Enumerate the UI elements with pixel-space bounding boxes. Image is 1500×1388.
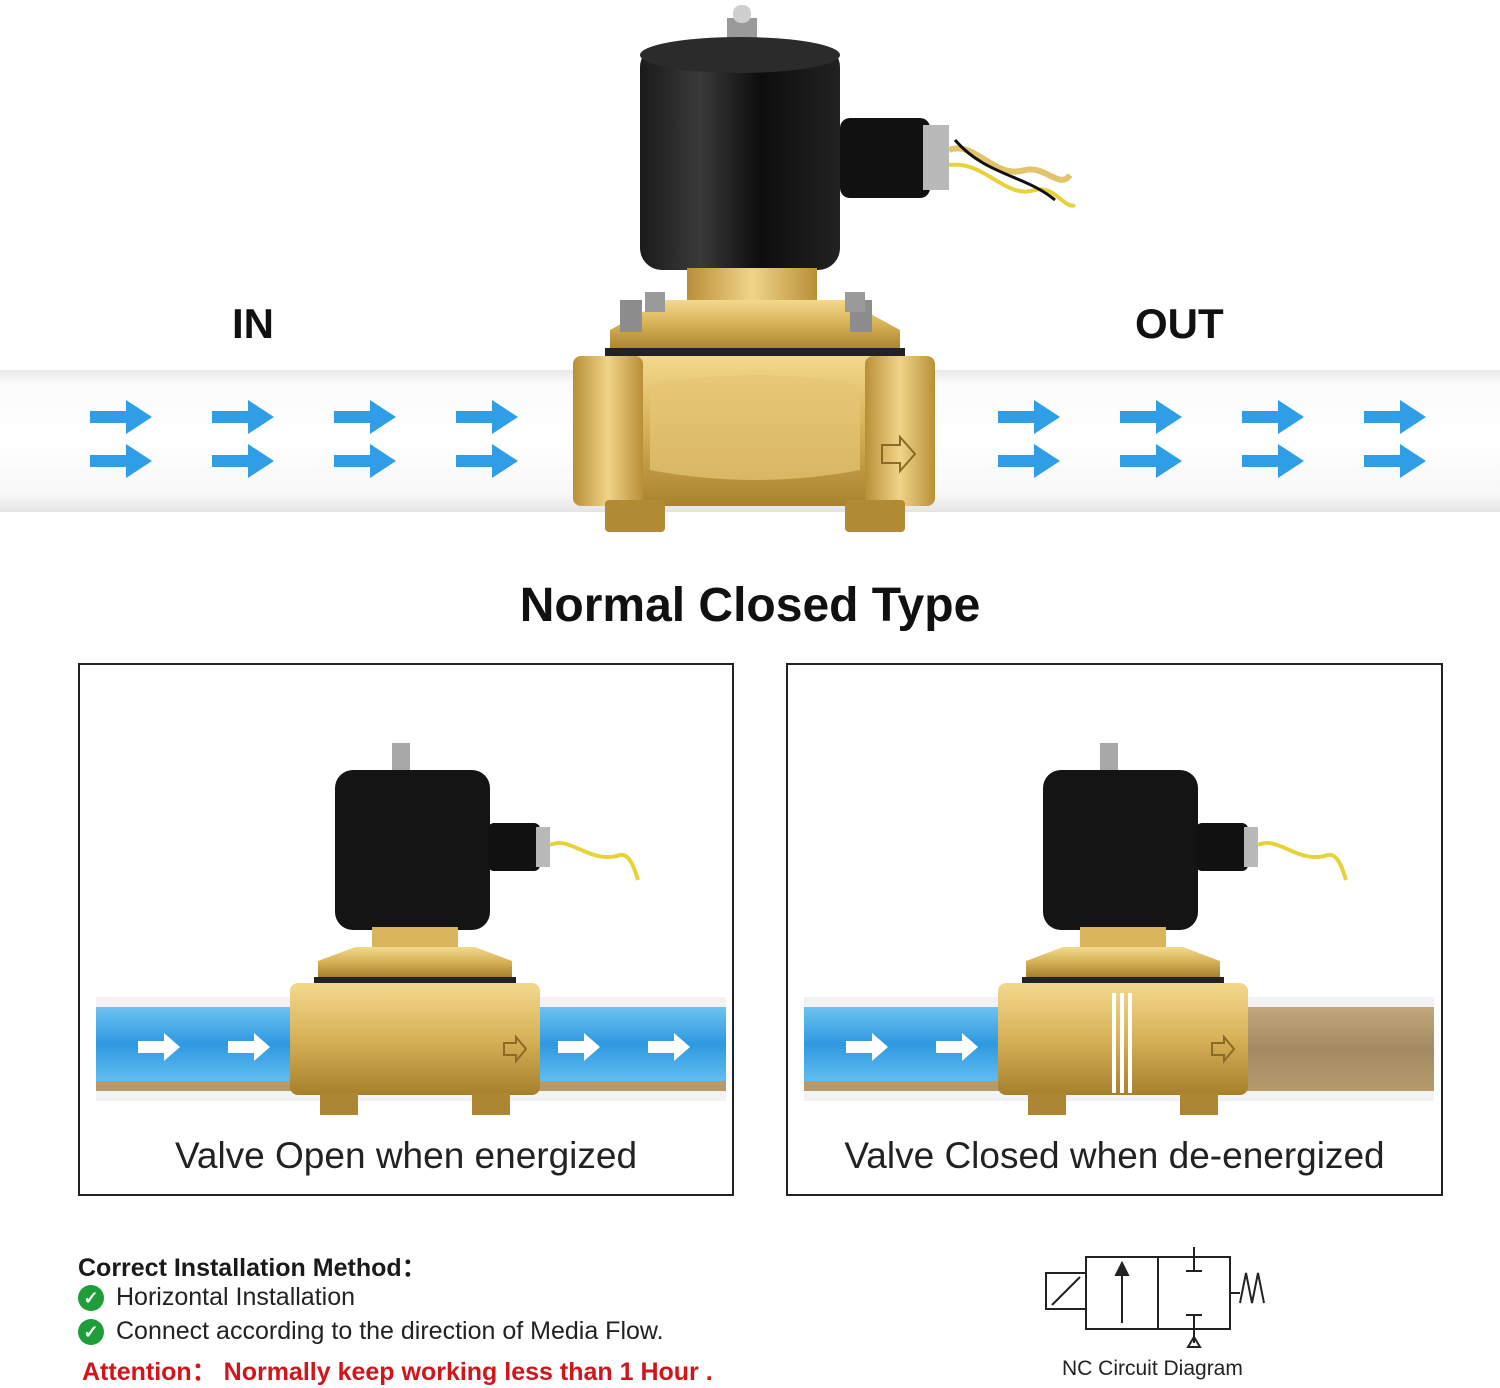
installation-item: ✓ Horizontal Installation (78, 1283, 355, 1312)
flow-arrow-icon (1120, 400, 1182, 478)
valve-open-illustration (96, 743, 726, 1115)
nc-circuit-diagram (1045, 1247, 1265, 1348)
circuit-diagram-label: NC Circuit Diagram (1062, 1357, 1243, 1380)
attention-note: Attention： Normally keep working less th… (82, 1358, 713, 1386)
flow-arrow-icon (1364, 400, 1426, 478)
valve-closed-illustration (804, 743, 1434, 1115)
page-title: Normal Closed Type (519, 579, 981, 632)
check-icon: ✓ (78, 1318, 104, 1345)
in-label: IN (232, 300, 274, 347)
valve-closed-caption: Valve Closed when de-energized (844, 1135, 1385, 1176)
flow-arrow-icon (334, 400, 396, 478)
panel-valve-open: Valve Open when energized (78, 663, 734, 1196)
flow-arrow-icon (1242, 400, 1304, 478)
flow-arrow-icon (998, 400, 1060, 478)
flow-arrow-icon (212, 400, 274, 478)
installation-title: Correct Installation Method： (78, 1254, 427, 1282)
valve-open-caption: Valve Open when energized (174, 1135, 638, 1176)
installation-item-label: Horizontal Installation (116, 1283, 356, 1311)
installation-item: ✓ Connect according to the direction of … (78, 1317, 664, 1346)
out-label: OUT (1135, 300, 1224, 347)
flow-arrow-icon (456, 400, 518, 478)
flow-arrow-icon (90, 400, 152, 478)
panel-valve-closed: Valve Closed when de-energized (786, 663, 1443, 1196)
solenoid-valve-illustration (573, 5, 1076, 532)
installation-item-label: Connect according to the direction of Me… (116, 1317, 664, 1345)
check-icon: ✓ (78, 1284, 104, 1311)
